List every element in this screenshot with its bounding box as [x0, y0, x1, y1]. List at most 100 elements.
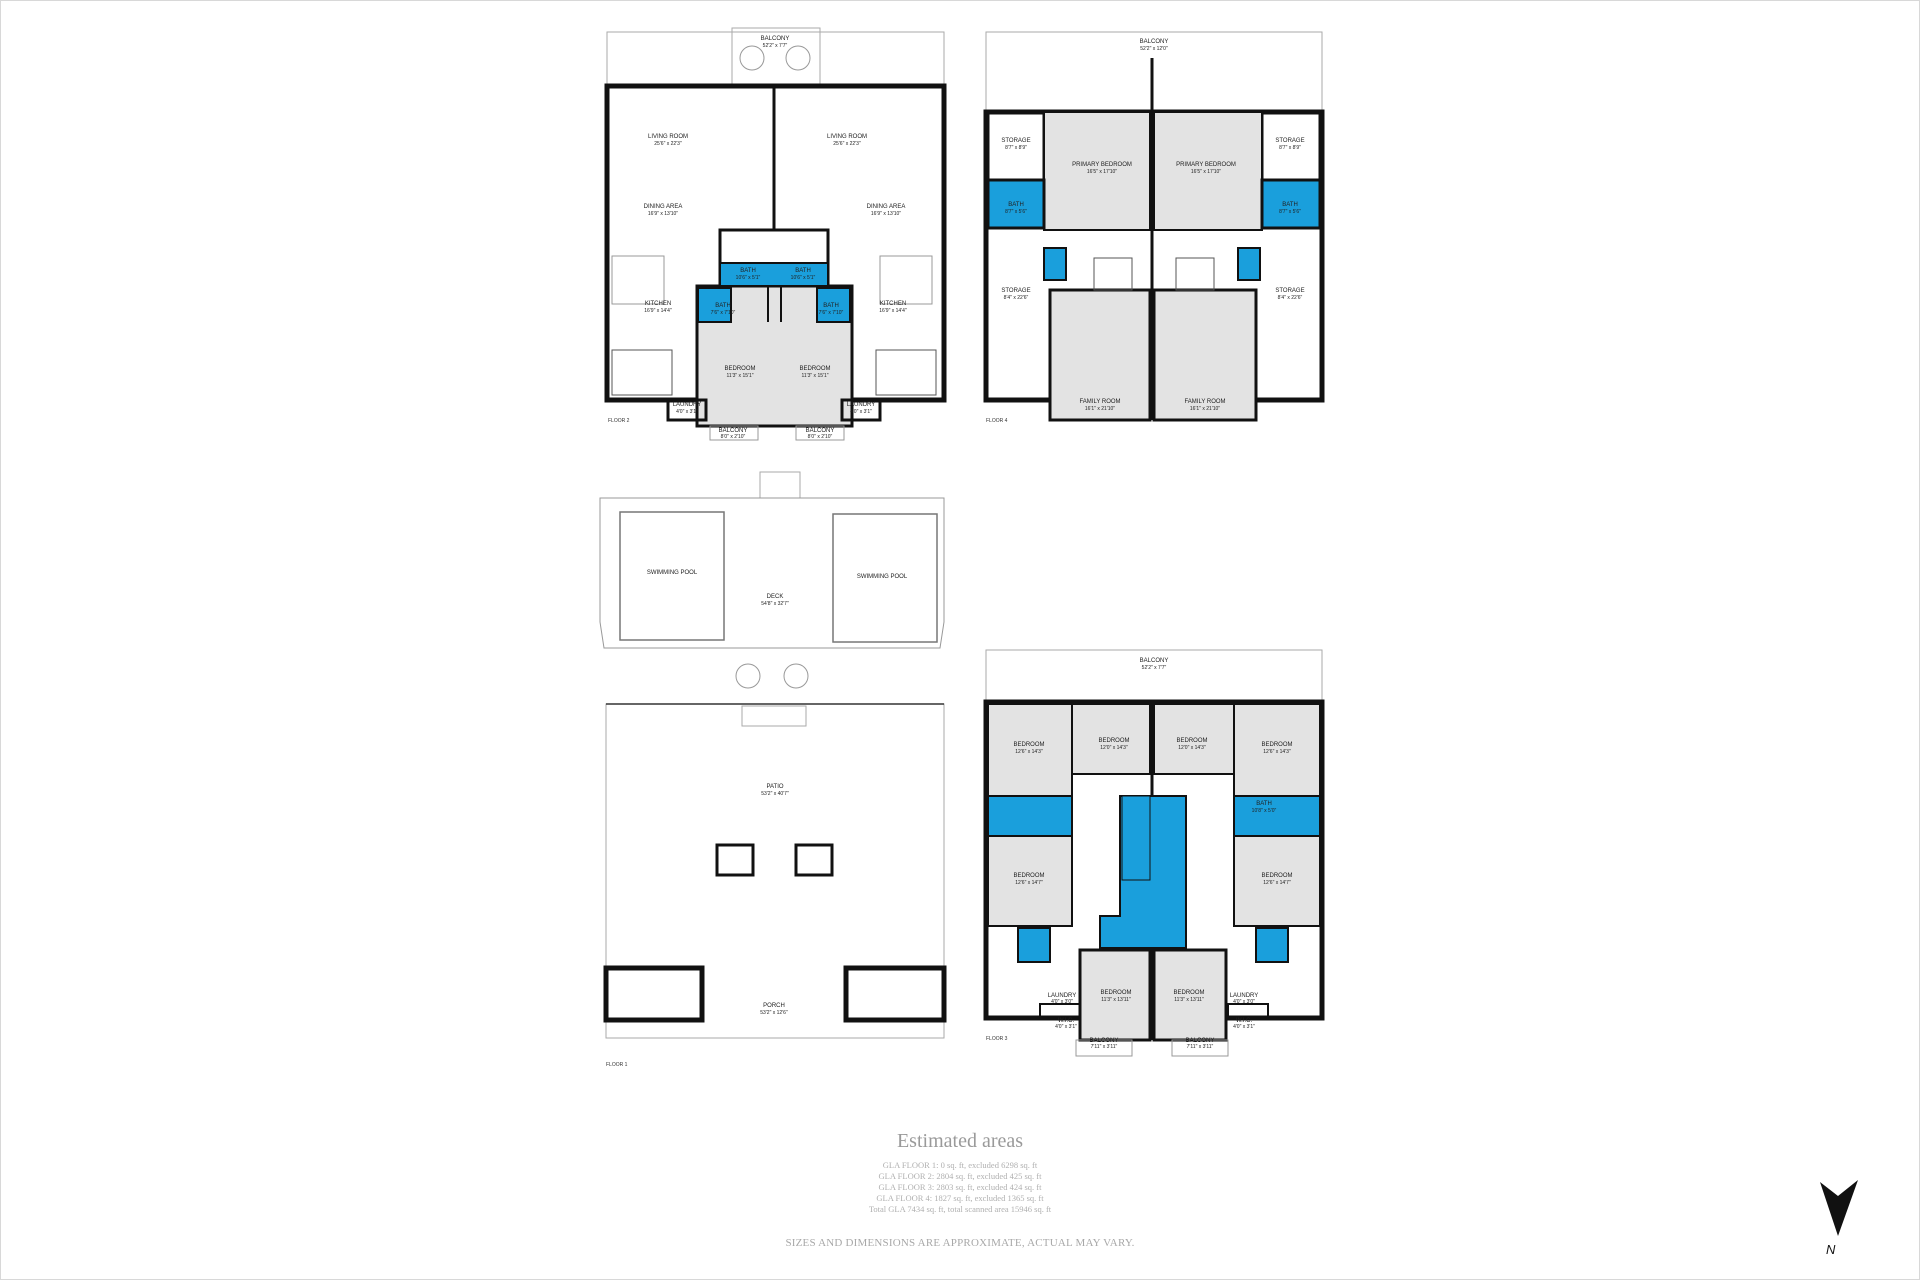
f4-room-dims: 16'5" x 17'10" — [1087, 169, 1117, 175]
f2-room-dims: 10'6" x 5'1" — [736, 275, 761, 281]
f2-room-dims: 7'6" x 7'10" — [711, 310, 736, 316]
f1-room-name: PORCH — [763, 1003, 785, 1009]
f3-room-dims: 12'6" x 14'3" — [1015, 749, 1043, 755]
f2-room-name: BATH — [715, 303, 731, 309]
f3-room-dims: 4'0" x 3'1" — [1233, 1024, 1255, 1030]
f2-room-name: BALCONY — [806, 428, 835, 434]
f2-room-dims: 7'6" x 7'10" — [819, 310, 844, 316]
f4-room-name: FAMILY ROOM — [1184, 399, 1225, 405]
f4-room-name: STORAGE — [1001, 288, 1030, 294]
f3-room-dims: 12'6" x 14'3" — [1263, 749, 1291, 755]
f1-room-name: SWIMMING POOL — [857, 574, 908, 580]
f3-room-dims: 52'2" x 7'7" — [1142, 665, 1167, 671]
f3-room-dims: 4'0" x 3'0" — [1233, 999, 1255, 1005]
f3-room-dims: 4'0" x 3'1" — [1055, 1024, 1077, 1030]
f3-room-name: BEDROOM — [1013, 873, 1044, 879]
f1-room-name: PATIO — [766, 784, 783, 790]
f2-room-name: DINING AREA — [644, 204, 683, 210]
f2-room-dims: 4'0" x 3'1" — [850, 409, 872, 415]
disclaimer-text: SIZES AND DIMENSIONS ARE APPROXIMATE, AC… — [785, 1237, 1135, 1249]
f4-room-name: STORAGE — [1275, 288, 1304, 294]
f3-room-name: BALCONY — [1090, 1038, 1119, 1044]
f4-room-dims: 52'2" x 12'0" — [1140, 46, 1168, 52]
f2-room-name: KITCHEN — [645, 301, 671, 307]
f3-room-dims: 10'8" x 5'0" — [1252, 808, 1277, 814]
floor-1-label: FLOOR 1 — [606, 1062, 628, 1068]
floor-3-plan: BALCONY 52'2" x 7'7" BEDROOM 12'6" x 14'… — [983, 649, 1325, 1057]
f3-room-dims: 4'0" x 3'0" — [1051, 999, 1073, 1005]
f4-room-dims: 16'1" x 21'10" — [1190, 406, 1220, 412]
f1-room-dims: 54'8" x 32'7" — [761, 601, 789, 607]
f2-room-name: LAUNDRY — [847, 402, 876, 408]
f3-room-dims: 7'11" x 3'11" — [1187, 1044, 1214, 1050]
f2-room-name: BALCONY — [719, 428, 748, 434]
f4-room-dims: 8'4" x 22'6" — [1004, 295, 1029, 301]
f2-room-name: KITCHEN — [880, 301, 906, 307]
f2-room-dims: 25'6" x 22'3" — [654, 141, 682, 147]
floor-4-plan: BALCONY 52'2" x 12'0" STORAGE 8'7" x 8'9… — [983, 31, 1325, 424]
f2-room-name: BALCONY — [761, 36, 790, 42]
floor-1-plan: SWIMMING POOL SWIMMING POOL DECK 54'8" x… — [599, 471, 947, 1068]
f4-room-dims: 8'7" x 8'9" — [1279, 145, 1301, 151]
f1-room-dims: 53'2" x 12'6" — [760, 1010, 788, 1016]
f3-room-name: BEDROOM — [1261, 873, 1292, 879]
f1-room-name: DECK — [767, 594, 784, 600]
f2-room-dims: 11'3" x 15'1" — [801, 373, 828, 379]
f4-room-dims: 8'4" x 22'6" — [1278, 295, 1303, 301]
f2-room-dims: 8'0" x 2'10" — [808, 434, 833, 440]
f4-room-name: STORAGE — [1001, 138, 1030, 144]
f2-room-dims: 16'9" x 13'10" — [871, 211, 901, 217]
f3-room-name: BALCONY — [1140, 658, 1169, 664]
f3-room-name: BEDROOM — [1173, 990, 1204, 996]
f2-room-name: BATH — [795, 268, 811, 274]
f3-room-dims: 12'0" x 14'3" — [1178, 745, 1206, 751]
f2-room-name: LIVING ROOM — [827, 134, 867, 140]
f3-room-dims: 12'6" x 14'7" — [1263, 880, 1291, 886]
f3-room-name: BALCONY — [1186, 1038, 1215, 1044]
floor-4-label: FLOOR 4 — [986, 418, 1008, 424]
f2-room-dims: 52'2" x 7'7" — [763, 43, 788, 49]
f3-room-name: W.I.C. — [1236, 1018, 1253, 1024]
compass-arrow-icon — [1820, 1180, 1858, 1236]
f3-room-name: BEDROOM — [1098, 738, 1129, 744]
f2-room-name: BEDROOM — [799, 366, 830, 372]
f3-room-dims: 11'3" x 13'11" — [1174, 997, 1204, 1003]
compass-north-label: N — [1826, 1242, 1836, 1257]
f3-room-dims: 11'3" x 13'11" — [1101, 997, 1131, 1003]
f2-room-name: BATH — [740, 268, 756, 274]
f4-room-dims: 8'7" x 5'6" — [1005, 209, 1027, 215]
f3-room-dims: 12'6" x 14'7" — [1015, 880, 1043, 886]
f4-room-name: BATH — [1282, 202, 1298, 208]
f2-room-dims: 10'6" x 5'1" — [791, 275, 816, 281]
f4-room-name: BATH — [1008, 202, 1024, 208]
f3-room-name: BEDROOM — [1176, 738, 1207, 744]
area-line: GLA FLOOR 2: 2804 sq. ft, excluded 425 s… — [878, 1171, 1042, 1181]
f2-room-name: BEDROOM — [724, 366, 755, 372]
area-line: Total GLA 7434 sq. ft, total scanned are… — [868, 1204, 1052, 1214]
f2-room-dims: 25'6" x 22'3" — [833, 141, 861, 147]
f3-room-name: BEDROOM — [1261, 742, 1292, 748]
f3-room-dims: 7'11" x 3'11" — [1091, 1044, 1118, 1050]
f1-room-dims: 53'2" x 40'7" — [761, 791, 789, 797]
f4-room-dims: 8'7" x 8'9" — [1005, 145, 1027, 151]
f4-room-name: PRIMARY BEDROOM — [1176, 162, 1236, 168]
f4-room-name: STORAGE — [1275, 138, 1304, 144]
f4-room-name: FAMILY ROOM — [1079, 399, 1120, 405]
f2-room-name: BATH — [823, 303, 839, 309]
f2-room-dims: 16'9" x 14'4" — [879, 308, 907, 314]
area-line: GLA FLOOR 1: 0 sq. ft, excluded 6298 sq.… — [882, 1160, 1038, 1170]
f2-room-dims: 8'0" x 2'10" — [721, 434, 746, 440]
f3-room-name: LAUNDRY — [1230, 993, 1259, 999]
f3-room-name: BEDROOM — [1100, 990, 1131, 996]
area-line: GLA FLOOR 3: 2803 sq. ft, excluded 424 s… — [878, 1182, 1042, 1192]
floor-3-label: FLOOR 3 — [986, 1036, 1008, 1042]
f2-room-name: LAUNDRY — [673, 402, 702, 408]
f4-room-dims: 16'5" x 17'10" — [1191, 169, 1221, 175]
f2-room-dims: 16'9" x 14'4" — [644, 308, 672, 314]
f4-room-name: PRIMARY BEDROOM — [1072, 162, 1132, 168]
f3-room-dims: 12'0" x 14'3" — [1100, 745, 1128, 751]
f2-room-dims: 16'9" x 13'10" — [648, 211, 678, 217]
f4-room-dims: 8'7" x 5'6" — [1279, 209, 1301, 215]
f1-room-name: SWIMMING POOL — [647, 570, 698, 576]
